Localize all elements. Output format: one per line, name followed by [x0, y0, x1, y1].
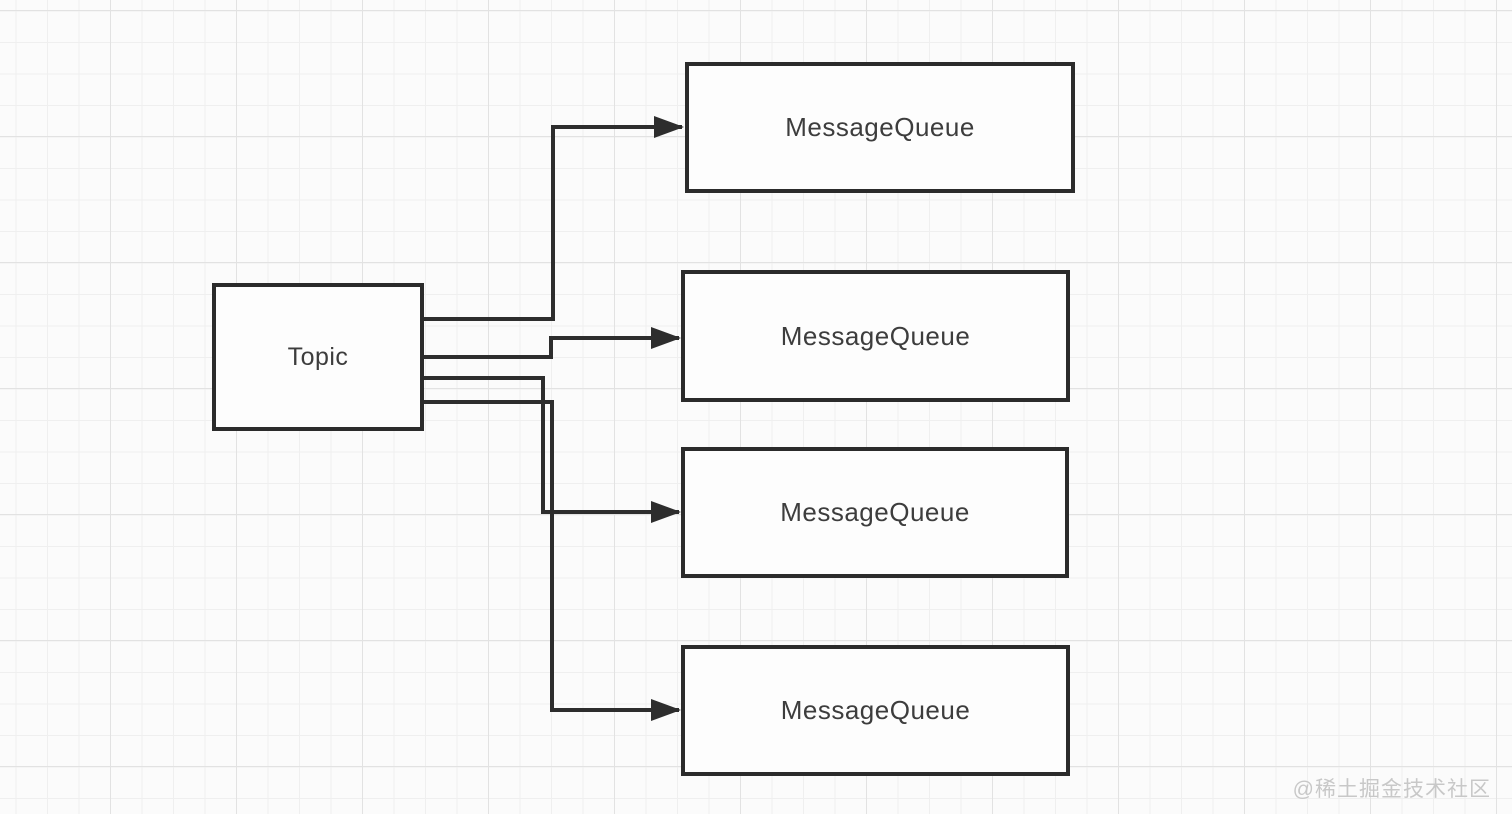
message-queue-node-1: MessageQueue [685, 62, 1075, 193]
connector-topic-to-queue2 [424, 327, 681, 359]
connector-topic-to-queue3 [424, 376, 681, 523]
message-queue-node-2: MessageQueue [681, 270, 1070, 402]
message-queue-node-1-label: MessageQueue [785, 112, 975, 142]
connector-topic-to-queue1 [424, 116, 684, 321]
connector-topic-to-queue4 [424, 400, 681, 721]
topic-node-label: Topic [287, 342, 349, 371]
topic-node: Topic [212, 283, 424, 431]
message-queue-node-2-label: MessageQueue [780, 320, 971, 351]
message-queue-node-3-label: MessageQueue [780, 497, 970, 527]
message-queue-node-3: MessageQueue [681, 447, 1069, 578]
message-queue-node-4-label: MessageQueue [780, 695, 971, 725]
watermark: @稀土掘金技术社区 [1292, 778, 1491, 801]
message-queue-node-4: MessageQueue [681, 645, 1070, 776]
